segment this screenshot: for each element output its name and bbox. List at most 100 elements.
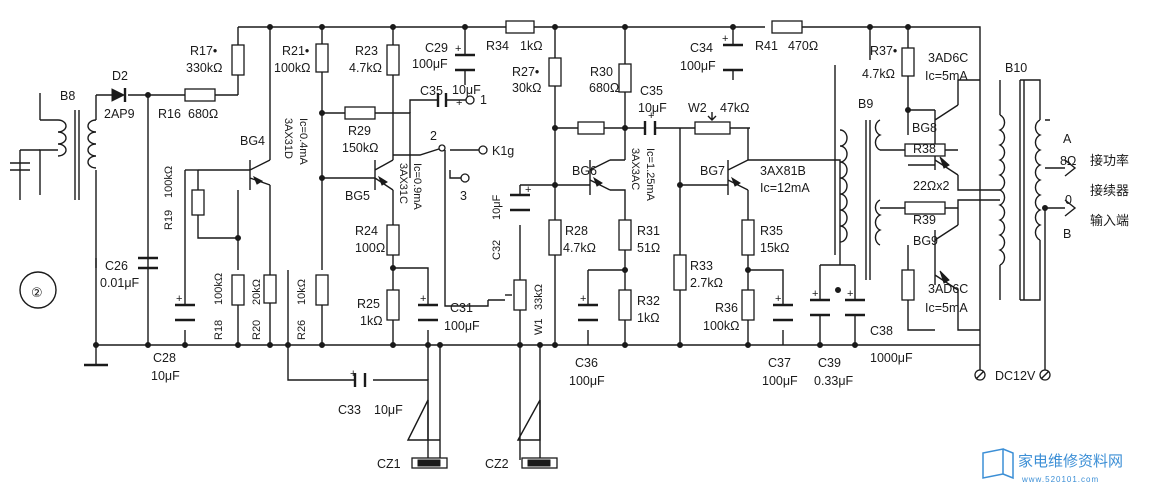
label-r29-val: 150kΩ <box>342 141 378 155</box>
capacitor-c28 <box>175 303 195 322</box>
figure-number: ② <box>31 286 43 301</box>
label-bg6-type: 3AX3AC <box>629 148 641 190</box>
label-r32-val: 1kΩ <box>637 311 660 325</box>
svg-text:+: + <box>812 288 818 300</box>
label-r35: R35 <box>760 224 783 238</box>
label-bg4-type: 3AX31D <box>282 118 294 159</box>
label-r39: R39 <box>913 213 936 227</box>
watermark: 家电维修资料网 www.520101.com <box>982 448 1123 484</box>
resistor-r38 <box>904 143 946 157</box>
resistor-r32 <box>618 289 632 321</box>
resistor-r20 <box>263 274 277 304</box>
label-r18: R18 <box>213 320 225 340</box>
label-bg9: BG9 <box>913 234 938 248</box>
output-note-3: 输入端 <box>1090 213 1129 229</box>
label-r20-val: 20kΩ <box>251 279 263 305</box>
label-c38-val: 1000μF <box>870 351 913 365</box>
label-b8: B8 <box>60 89 75 103</box>
resistor-w2 <box>694 121 731 135</box>
label-output-a-imp: 8Ω <box>1060 154 1076 168</box>
label-r28: R28 <box>565 224 588 238</box>
svg-text:+: + <box>847 288 853 300</box>
label-r28-val: 4.7kΩ <box>563 241 596 255</box>
label-w2-val: 47kΩ <box>720 101 750 115</box>
resistor-r30 <box>618 63 632 93</box>
label-output-b: B <box>1063 227 1071 241</box>
output-terminals <box>974 159 1077 381</box>
polarity-marks: ++ ++ ++ ++ ++ ++ <box>176 33 853 380</box>
label-r35-val: 15kΩ <box>760 241 790 255</box>
label-d2: D2 <box>112 69 128 83</box>
resistor-w1 <box>513 279 527 311</box>
label-c31-val: 100μF <box>444 319 480 333</box>
label-r41: R41 <box>755 39 778 53</box>
resistor-r27 <box>548 57 562 87</box>
resistor-r17 <box>231 44 245 76</box>
label-r38-val: 22Ωx2 <box>913 179 949 193</box>
transformer-b9 <box>839 119 882 246</box>
label-cz1: CZ1 <box>377 457 401 471</box>
label-c36: C36 <box>575 356 598 370</box>
label-c28: C28 <box>153 351 176 365</box>
label-k1-pos2: 2 <box>430 129 437 143</box>
resistor-r23 <box>386 44 400 76</box>
svg-text:+: + <box>722 33 728 45</box>
label-c26-val: 0.01μF <box>100 276 140 290</box>
label-r21: R21• <box>282 44 309 58</box>
resistor-r39 <box>904 201 946 215</box>
label-r21-val: 100kΩ <box>274 61 310 75</box>
label-r19-val: 100kΩ <box>163 166 175 198</box>
label-r37-val: 4.7kΩ <box>862 67 895 81</box>
label-bg5-ic: Ic=0.9mA <box>411 163 423 210</box>
label-bg7-ic: Ic=12mA <box>760 181 810 195</box>
output-note-1: 接功率 <box>1090 153 1129 169</box>
label-r37: R37• <box>870 44 897 58</box>
label-r17-val: 330kΩ <box>186 61 222 75</box>
label-r38: R38 <box>913 142 936 156</box>
label-bg8: BG8 <box>912 121 937 135</box>
svg-text:+: + <box>775 293 781 305</box>
label-dc12v: DC12V <box>995 369 1036 383</box>
label-output-b-imp: 0 <box>1065 193 1072 207</box>
label-r30: R30 <box>590 65 613 79</box>
label-w1-val: 33kΩ <box>533 284 545 310</box>
resistor-r25 <box>386 289 400 321</box>
resistor-r16 <box>184 88 216 102</box>
resistor-r28 <box>548 219 562 256</box>
label-c28-val: 10μF <box>151 369 180 383</box>
resistor-bg9-bias <box>901 269 915 301</box>
label-r26: R26 <box>296 320 308 340</box>
label-c37-val: 100μF <box>762 374 798 388</box>
label-d2-type: 2AP9 <box>104 107 135 121</box>
label-c37: C37 <box>768 356 791 370</box>
label-c38: C38 <box>870 324 893 338</box>
label-bg8-ic: Ic=5mA <box>925 69 968 83</box>
svg-text:+: + <box>525 184 531 196</box>
label-r31: R31 <box>637 224 660 238</box>
jacks <box>406 399 558 469</box>
capacitor-c34 <box>723 43 743 72</box>
label-c26: C26 <box>105 259 128 273</box>
resistor-r36 <box>741 289 755 321</box>
label-c35a: C35 <box>420 84 443 98</box>
label-c36-val: 100μF <box>569 374 605 388</box>
transistor-arrows <box>253 156 950 284</box>
resistor-r37 <box>901 47 915 77</box>
capacitors <box>95 43 865 387</box>
label-c29-val1: 100μF <box>412 57 448 71</box>
resistor-r18 <box>231 274 245 306</box>
label-r23-val: 4.7kΩ <box>349 61 382 75</box>
capacitor-c35b <box>643 121 657 135</box>
resistor-r41 <box>771 20 803 34</box>
label-c39-val: 0.33μF <box>814 374 854 388</box>
resistors <box>184 20 946 321</box>
capacitor-c26 <box>138 256 158 270</box>
label-c34: C34 <box>690 41 713 55</box>
label-bg9-type: 3AD6C <box>928 282 968 296</box>
label-r16-val: 680Ω <box>188 107 218 121</box>
capacitor-c39 <box>810 298 830 317</box>
switch-k1 <box>438 95 488 183</box>
resistor-r31 <box>618 219 632 251</box>
resistor-r19 <box>191 189 205 216</box>
resistor-r24 <box>386 224 400 256</box>
